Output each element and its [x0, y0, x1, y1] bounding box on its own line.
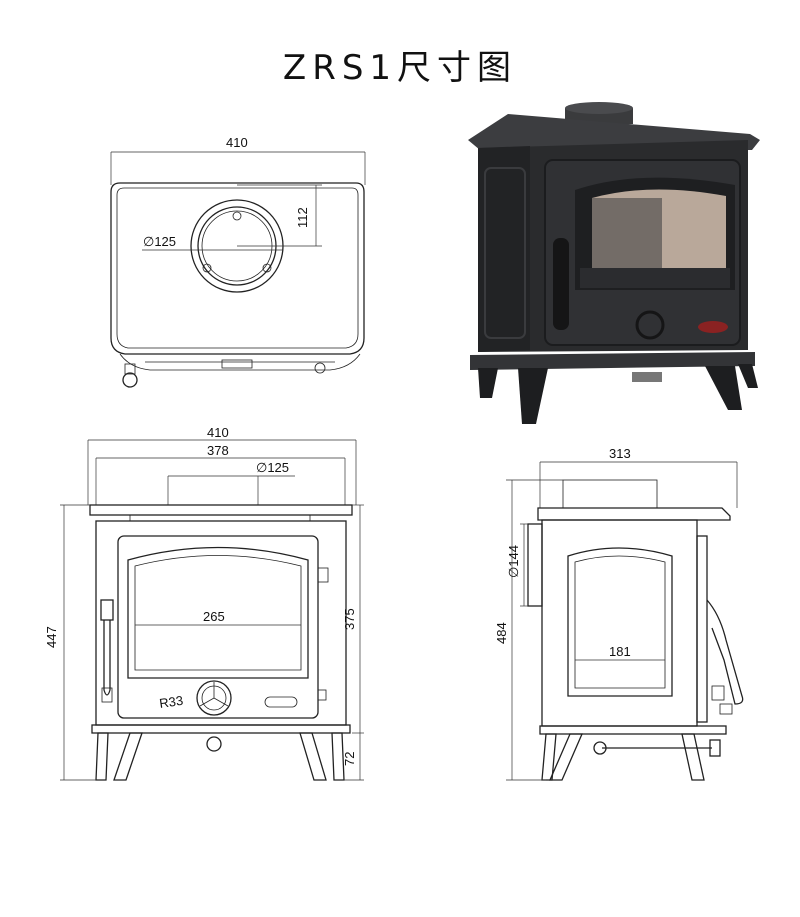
- front-flue-diameter-label: ∅125: [256, 460, 289, 475]
- flue-diameter-label-top: ∅125: [143, 234, 176, 249]
- top-view: 410 112 ∅125: [110, 135, 366, 388]
- front-overall-height-label: 447: [44, 626, 59, 648]
- stove-photo: [468, 102, 760, 424]
- side-overall-height-label: 484: [494, 622, 509, 644]
- page-title: ZRS1尺寸图: [282, 48, 518, 88]
- side-flue-diameter-label: ∅144: [506, 545, 521, 578]
- front-view: 410 378 ∅125 265 R: [44, 425, 364, 781]
- body-height-label: 375: [342, 608, 357, 630]
- radius-label: R33: [158, 693, 184, 711]
- top-width-label: 410: [226, 135, 248, 150]
- door-glass-width-label: 265: [203, 609, 225, 624]
- leg-height-label: 72: [342, 752, 357, 766]
- front-top-width-label: 378: [207, 443, 229, 458]
- side-view: 313 181 ∅144: [494, 446, 744, 781]
- flue-offset-label: 112: [295, 207, 310, 228]
- side-glass-width-label: 181: [609, 644, 631, 659]
- side-depth-label: 313: [609, 446, 631, 461]
- front-overall-width-label: 410: [207, 425, 229, 440]
